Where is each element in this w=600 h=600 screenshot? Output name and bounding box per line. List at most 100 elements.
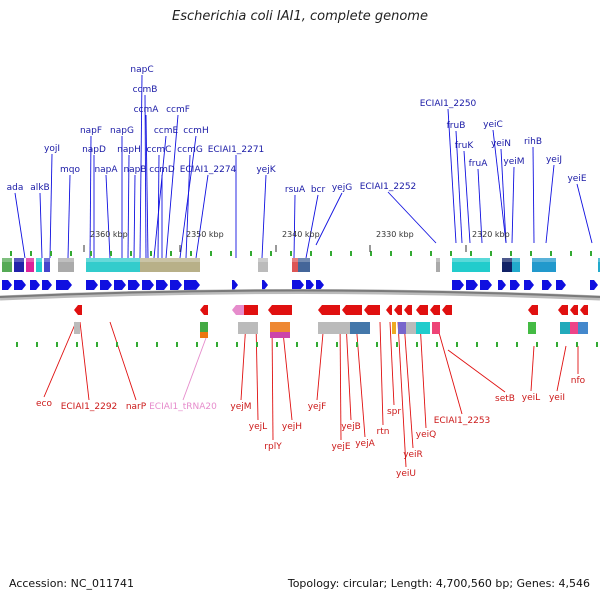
gene-label-rihB: rihB [524,137,542,147]
gc-tick-bottom [416,342,418,347]
feature-box [44,258,50,272]
feature-box-highlight [532,258,556,262]
gc-tick-bottom [356,342,358,347]
feature-box [398,322,406,334]
gene-label-ECIAI1_2274: ECIAI1_2274 [180,165,237,175]
gc-tick-top [530,251,532,256]
feature-box [270,332,290,338]
gc-tick-bottom [256,342,258,347]
scale-tick-label: 2360 kbp [90,230,128,239]
gene-label-eco: eco [36,399,52,409]
gc-tick-bottom [276,342,278,347]
forward-gene-arrow [262,280,268,290]
gene-label-fruA: fruA [469,159,489,169]
callout-line-top [576,183,593,244]
gene-label-napA: napA [94,165,118,175]
gc-tick-bottom [436,342,438,347]
gc-tick-top [490,251,492,256]
gene-label-napC: napC [130,65,153,75]
gene-label-yeiM: yeiM [503,157,524,167]
gc-tick-top [230,251,232,256]
gc-tick-bottom [576,342,578,347]
forward-gene-arrow [42,280,52,290]
gc-tick-bottom [376,342,378,347]
gene-label-yejK: yejK [256,165,276,175]
feature-box [416,322,430,334]
gc-tick-bottom [36,342,38,347]
forward-gene-arrow [232,280,238,290]
reverse-gene-arrow [74,305,82,315]
forward-gene-arrow [30,280,40,290]
callout-line-bottom [345,321,352,421]
feature-box [86,258,140,272]
backbone-line [0,289,600,298]
scale-tick-label: 2350 kbp [186,230,224,239]
reverse-gene-arrow [200,305,208,315]
gc-tick-top [350,251,352,256]
gc-tick-top [430,251,432,256]
feature-tracks [2,251,600,347]
gene-label-spr: spr [387,407,401,417]
gc-tick-top [70,251,72,256]
feature-box-highlight [258,258,268,262]
feature-box [318,322,350,334]
feature-box [140,258,200,272]
feature-box [292,258,298,272]
feature-box-highlight [512,258,520,262]
feature-box [298,258,310,272]
callout-line-top [127,154,130,259]
reverse-gene-arrow [570,305,578,315]
gene-label-alkB: alkB [30,183,49,193]
gc-tick-bottom [296,342,298,347]
forward-gene-arrow [142,280,154,290]
forward-gene-arrow [466,280,478,290]
forward-gene-arrow [524,280,534,290]
gene-label-yeiR: yeiR [403,450,423,460]
gc-tick-bottom [336,342,338,347]
callout-line-top [139,74,143,259]
gene-label-ccmH: ccmH [183,126,208,136]
reverse-gene-arrow [528,305,538,315]
forward-gene-arrow [556,280,566,290]
callout-line-top [145,114,149,259]
gc-tick-top [470,251,472,256]
callout-line-top [447,108,457,244]
callout-line-top [387,191,437,244]
gc-tick-top [90,251,92,256]
feature-box-highlight [14,258,24,262]
reverse-gene-arrow [386,305,392,315]
feature-box [270,322,290,334]
callout-line-bottom [271,321,274,441]
gene-label-napG: napG [110,126,134,136]
gene-label-yeiU: yeiU [396,469,416,479]
callout-line-top [261,174,267,259]
callout-line-top [477,168,483,244]
feature-box [436,258,440,272]
forward-gene-arrow [590,280,598,290]
reverse-gene-arrow [416,305,428,315]
callout-line-top [511,166,515,244]
gene-label-ccmG: ccmG [177,145,203,155]
gc-tick-top [150,251,152,256]
gene-label-ccmD: ccmD [149,165,175,175]
gene-label-ccmA: ccmA [134,105,160,115]
forward-gene-arrow [292,280,304,290]
callout-line-top [492,129,507,244]
gene-label-yejL: yejL [249,422,267,432]
feature-box-highlight [86,258,140,262]
feature-box-highlight [452,258,490,262]
gc-tick-top [390,251,392,256]
gene-label-napF: napF [80,126,102,136]
feature-box-highlight [292,258,298,262]
callout-line-bottom [379,321,384,426]
gc-tick-bottom [216,342,218,347]
gene-label-yejE: yejE [331,442,350,452]
gene-label-yejG: yejG [332,183,352,193]
forward-gene-arrow [2,280,12,290]
reverse-gene-arrow [442,305,452,315]
gene-label-napD: napD [82,145,106,155]
feature-box-highlight [44,258,50,262]
callout-line-top [455,130,463,244]
gc-tick-top [290,251,292,256]
gene-label-yeiL: yeiL [522,393,540,403]
